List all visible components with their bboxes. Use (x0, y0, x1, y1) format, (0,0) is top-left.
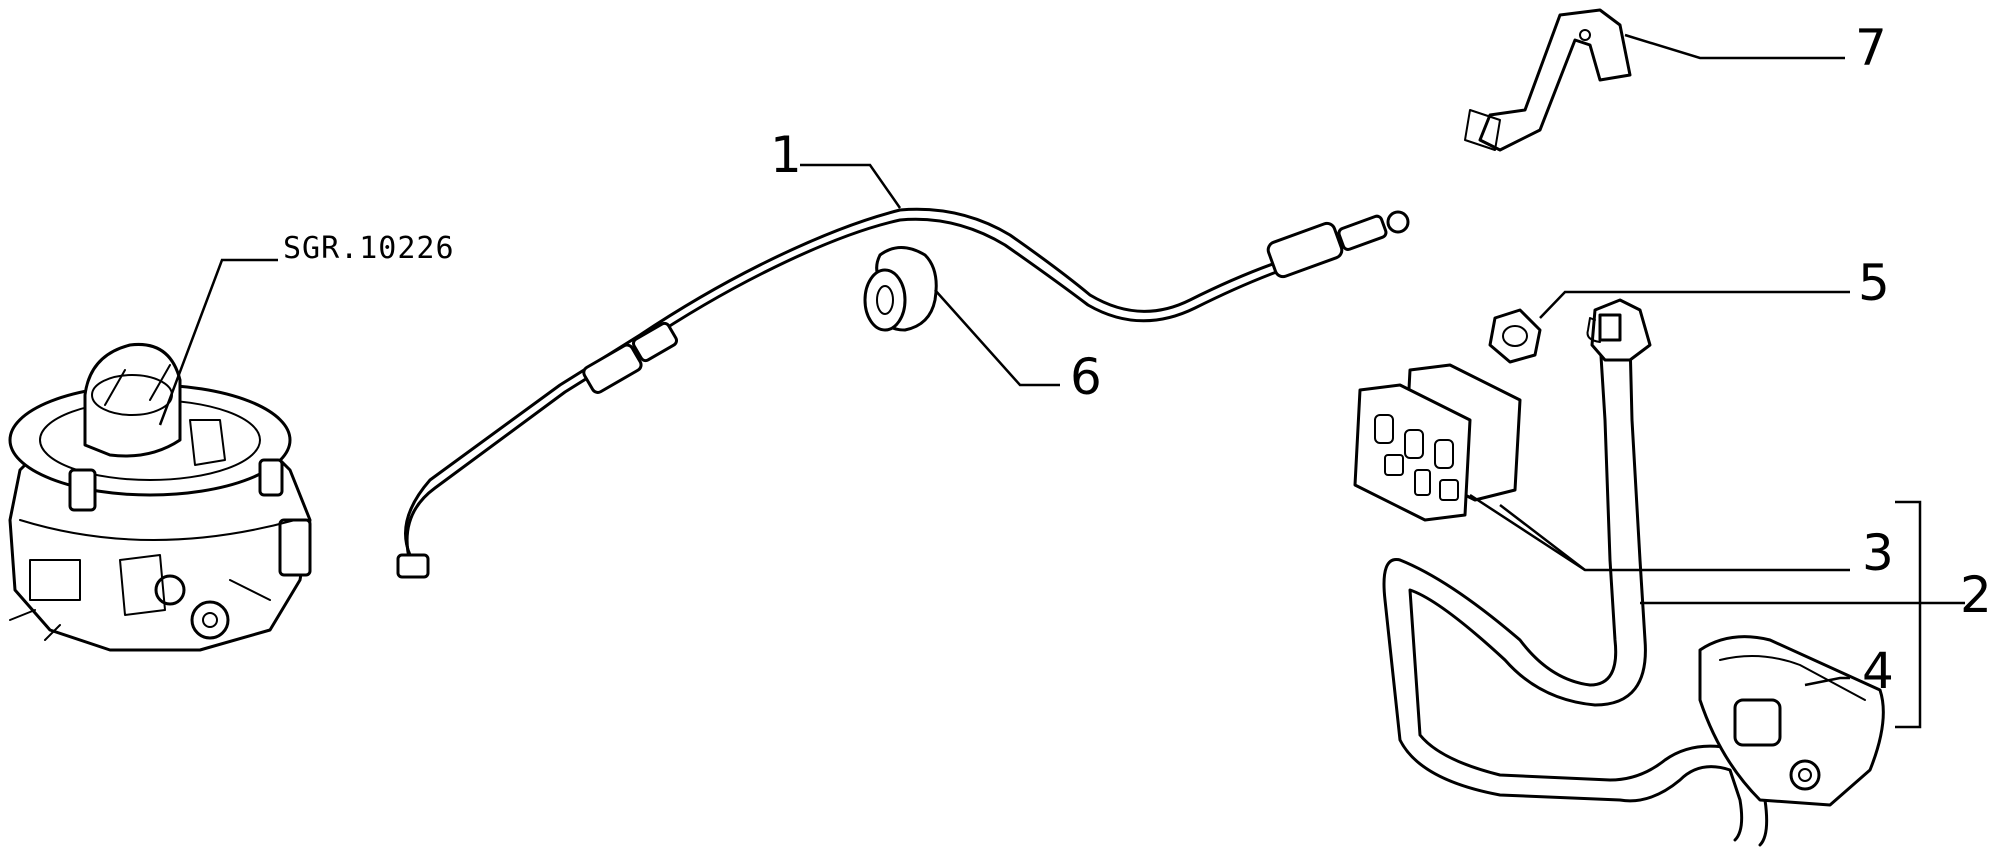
callout-4: 4 (1804, 642, 1894, 700)
throttle-body-illustration (8, 342, 312, 652)
callout-2-number: 2 (1960, 566, 1992, 624)
callout-7: 7 (1624, 19, 1887, 77)
callout-2-group-bracket (1895, 500, 1922, 729)
callout-5-leader (1539, 290, 1850, 319)
pedal-pads-illustration (1353, 363, 1522, 522)
callout-6: 6 (934, 289, 1102, 406)
reference-leader-line (158, 258, 278, 426)
callout-5: 5 (1539, 254, 1890, 319)
callout-1: 1 (770, 126, 902, 209)
callout-4-number: 4 (1862, 642, 1894, 700)
callout-6-leader (934, 289, 1060, 387)
grommet-illustration (863, 246, 938, 332)
callout-5-number: 5 (1858, 254, 1890, 312)
callout-7-leader (1624, 33, 1845, 60)
nut-illustration (1488, 308, 1542, 364)
accelerator-cable-illustration (396, 207, 1410, 579)
callout-3: 3 (1469, 493, 1894, 582)
reference-code: SGR.10226 (283, 231, 455, 266)
callout-3-leader-b (1499, 504, 1586, 571)
callout-4-leader (1804, 676, 1850, 687)
callout-2: 2 (1640, 500, 1992, 729)
pedal-plate-illustration (1698, 635, 1885, 807)
callout-3-leader-a (1469, 493, 1850, 572)
callout-3-number: 3 (1862, 524, 1894, 582)
callout-1-leader (800, 163, 902, 209)
callout-7-number: 7 (1855, 19, 1887, 77)
bracket-illustration (1464, 8, 1632, 152)
callout-6-number: 6 (1070, 348, 1102, 406)
reference-label: SGR.10226 (158, 231, 455, 426)
callout-1-number: 1 (770, 126, 802, 184)
